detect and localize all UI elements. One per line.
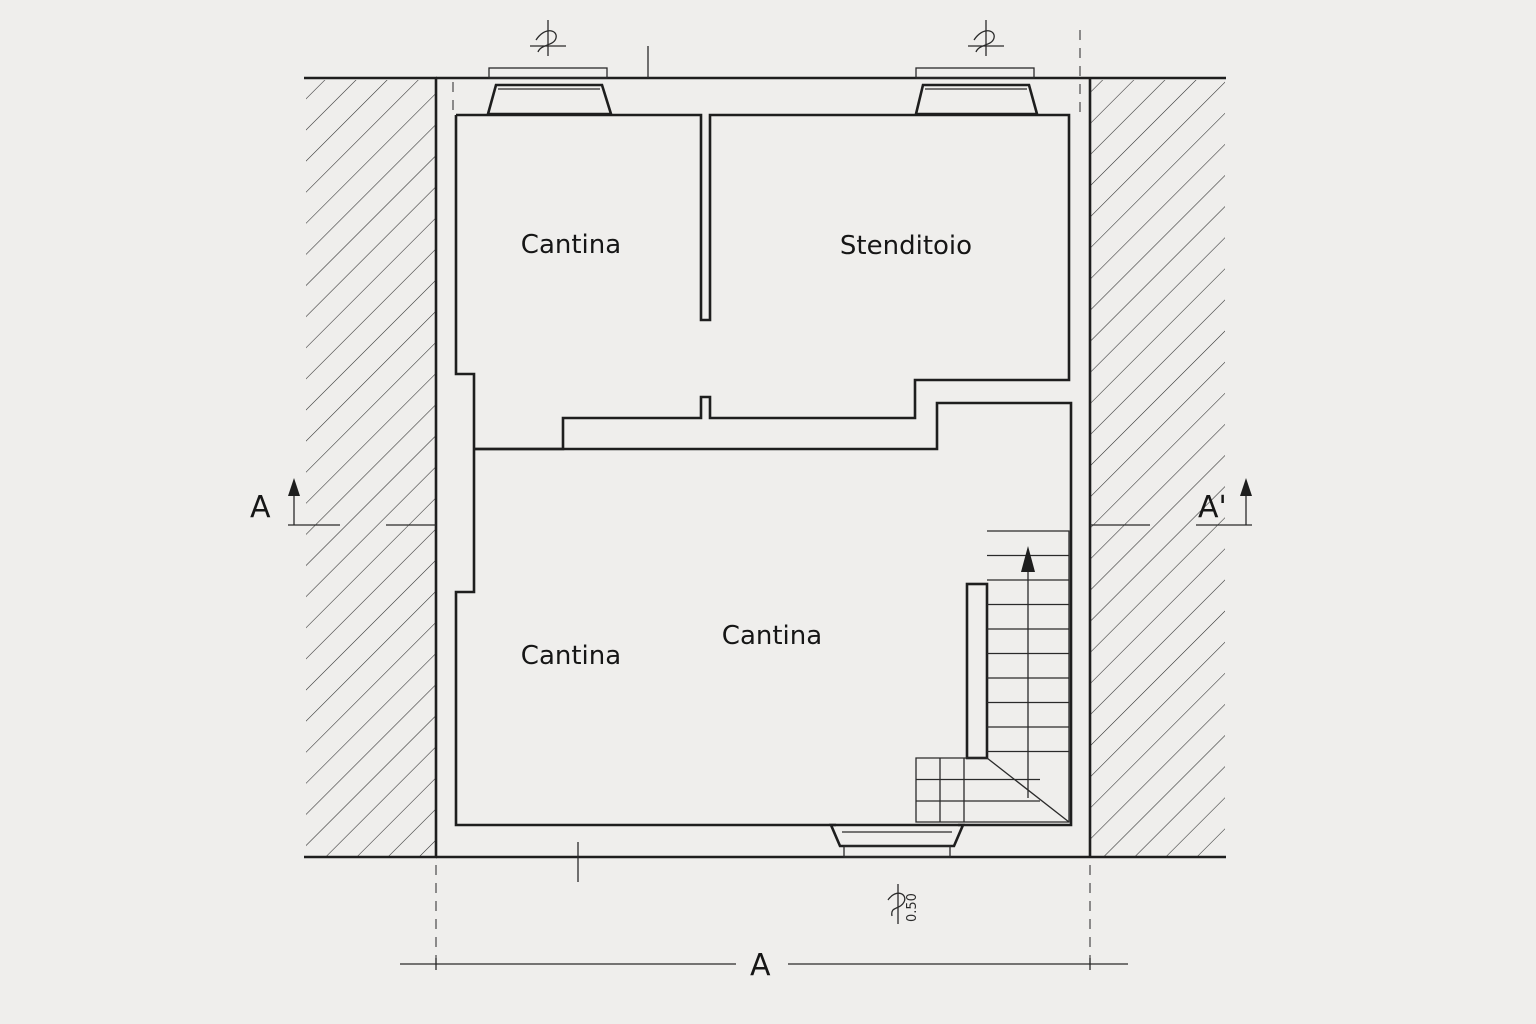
room-label-cantina-top: Cantina bbox=[521, 230, 621, 260]
section-label-right: A' bbox=[1198, 490, 1227, 525]
stair-arrow-icon bbox=[1021, 546, 1035, 572]
room-label-cantina-bottom-center: Cantina bbox=[722, 621, 822, 651]
section-marker-left: A bbox=[250, 478, 436, 526]
bottom-room-top-wall bbox=[474, 401, 1073, 827]
earth-hatch-left bbox=[306, 80, 436, 857]
stair-treads bbox=[916, 554, 1069, 822]
stair-rail-wall bbox=[965, 582, 989, 760]
top-left-room-wall bbox=[456, 113, 1071, 451]
room-label-cantina-bottom-left: Cantina bbox=[521, 641, 621, 671]
dimension-note: 0.50 bbox=[887, 884, 920, 924]
reference-lines bbox=[435, 30, 1091, 970]
window-top-right bbox=[914, 20, 1039, 116]
earth-hatch-right bbox=[1091, 80, 1225, 857]
window-bottom bbox=[829, 823, 965, 858]
stair-outline bbox=[915, 530, 1070, 823]
outer-walls bbox=[434, 76, 1092, 859]
inner-wall-left-outline bbox=[454, 115, 836, 827]
section-marker-right: A' bbox=[1090, 478, 1252, 526]
section-label-left: A bbox=[250, 490, 271, 525]
earth-hatching bbox=[304, 76, 1226, 859]
section-label-bottom: A bbox=[750, 948, 771, 983]
window-top-left bbox=[486, 20, 613, 116]
inner-walls bbox=[454, 113, 1073, 827]
dimension-label: 0.50 bbox=[905, 893, 920, 922]
staircase bbox=[915, 530, 1070, 823]
room-label-stenditoio: Stenditoio bbox=[840, 231, 972, 261]
section-line-bottom: A bbox=[400, 948, 1128, 983]
